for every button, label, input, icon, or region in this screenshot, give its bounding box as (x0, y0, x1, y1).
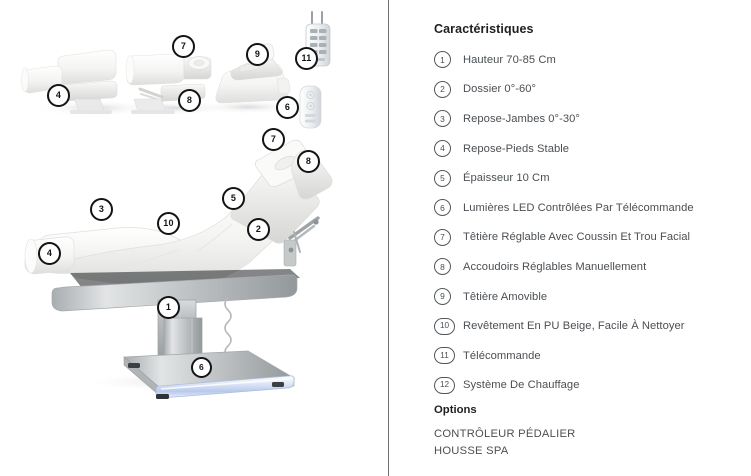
feature-number-icon-7: 7 (434, 228, 451, 246)
feature-number-icon-10: 10 (434, 317, 455, 335)
callout-badge-11-wired-remote[interactable]: 11 (295, 47, 318, 70)
option-item-2: HOUSSE SPA (434, 445, 509, 457)
feature-item-12: 12 Système De Chauffage (434, 371, 749, 401)
feature-number-icon-5: 5 (434, 169, 451, 187)
specifications-heading: Caractéristiques (434, 22, 534, 36)
feature-item-3: 3 Repose-Jambes 0°-30° (434, 104, 749, 134)
feature-number-icon-11: 11 (434, 347, 455, 365)
callout-badge-6-led-strip[interactable]: 6 (191, 357, 212, 378)
feature-item-4: 4 Repose-Pieds Stable (434, 134, 749, 164)
callout-badge-8-chair-armrest[interactable]: 8 (297, 150, 320, 173)
callout-badge-8-armrest-thumb[interactable]: 8 (178, 89, 201, 112)
feature-label-2: Dossier 0°-60° (463, 83, 537, 96)
feature-number-icon-2: 2 (434, 80, 451, 98)
feature-item-5: 5 Épaisseur 10 Cm (434, 163, 749, 193)
feature-item-6: 6 Lumières LED Contrôlées Par Télécomman… (434, 193, 749, 223)
feature-label-5: Épaisseur 10 Cm (463, 172, 550, 185)
callout-badge-1-height-column[interactable]: 1 (157, 296, 180, 319)
product-illustration-panel: 4 7 8 9 11 6 7 8 5 2 3 10 4 1 6 (21, 11, 333, 399)
feature-label-4: Repose-Pieds Stable (463, 142, 570, 155)
feature-label-11: Télécommande (463, 349, 541, 362)
callout-badge-9-headrest-remove[interactable]: 9 (246, 43, 269, 66)
specifications-panel: Caractéristiques 1 Hauteur 70-85 Cm 2 Do… (389, 0, 751, 476)
callout-badge-5-cushion-thick[interactable]: 5 (222, 187, 245, 210)
feature-label-1: Hauteur 70-85 Cm (463, 53, 556, 66)
feature-number-icon-9: 9 (434, 288, 451, 306)
feature-label-6: Lumières LED Contrôlées Par Télécommande (463, 201, 694, 214)
spa-chair-illustration (21, 11, 333, 399)
option-item-1: CONTRÔLEUR PÉDALIER (434, 428, 576, 440)
callout-badge-7-chair-headrest[interactable]: 7 (262, 128, 285, 151)
feature-number-icon-8: 8 (434, 258, 451, 276)
feature-item-2: 2 Dossier 0°-60° (434, 75, 749, 105)
feature-item-10: 10 Revêtement En PU Beige, Facile À Nett… (434, 311, 749, 341)
callout-badge-6-led-remote[interactable]: 6 (276, 96, 299, 119)
thumb-footrest (21, 49, 157, 116)
main-spa-chair (24, 139, 333, 399)
panel-divider (388, 0, 389, 476)
feature-number-icon-1: 1 (434, 51, 451, 69)
feature-item-8: 8 Accoudoirs Réglables Manuellement (434, 252, 749, 282)
callout-badge-10-pu-upholstery[interactable]: 10 (157, 212, 180, 235)
feature-label-12: Système De Chauffage (463, 379, 580, 392)
feature-number-icon-12: 12 (434, 376, 455, 394)
feature-item-9: 9 Têtière Amovible (434, 282, 749, 312)
feature-number-icon-3: 3 (434, 110, 451, 128)
feature-label-8: Accoudoirs Réglables Manuellement (463, 260, 647, 273)
feature-label-10: Revêtement En PU Beige, Facile À Nettoye… (463, 320, 685, 333)
feature-item-11: 11 Télécommande (434, 341, 749, 371)
callout-badge-3-legrest-angle[interactable]: 3 (90, 198, 113, 221)
feature-list: 1 Hauteur 70-85 Cm 2 Dossier 0°-60° 3 Re… (434, 45, 749, 400)
thumb-headrest-armrest (117, 53, 233, 115)
led-remote-control (299, 85, 322, 129)
options-heading: Options (434, 404, 477, 416)
feature-label-7: Têtière Réglable Avec Coussin Et Trou Fa… (463, 231, 691, 244)
options-list: CONTRÔLEUR PÉDALIER HOUSSE SPA (434, 426, 576, 460)
feature-item-1: 1 Hauteur 70-85 Cm (434, 45, 749, 75)
feature-number-icon-6: 6 (434, 199, 451, 217)
callout-badge-2-backrest-angle[interactable]: 2 (247, 218, 270, 241)
callout-badge-7-headrest-thumb[interactable]: 7 (172, 35, 195, 58)
callout-badge-4-footrest-thumb[interactable]: 4 (47, 84, 70, 107)
feature-item-7: 7 Têtière Réglable Avec Coussin Et Trou … (434, 223, 749, 253)
feature-label-9: Têtière Amovible (463, 290, 548, 303)
callout-badge-4-chair-footrest[interactable]: 4 (38, 242, 61, 265)
feature-number-icon-4: 4 (434, 140, 451, 158)
feature-label-3: Repose-Jambes 0°-30° (463, 112, 580, 125)
